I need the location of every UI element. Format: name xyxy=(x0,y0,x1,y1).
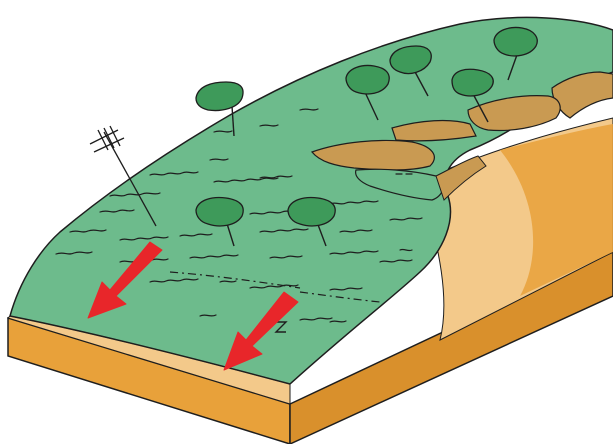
tree-icon xyxy=(346,66,389,94)
tree-icon xyxy=(494,28,537,56)
tree-icon xyxy=(288,198,335,226)
tree-icon xyxy=(452,69,493,96)
tree-icon xyxy=(196,198,243,226)
tree-icon xyxy=(196,82,243,111)
